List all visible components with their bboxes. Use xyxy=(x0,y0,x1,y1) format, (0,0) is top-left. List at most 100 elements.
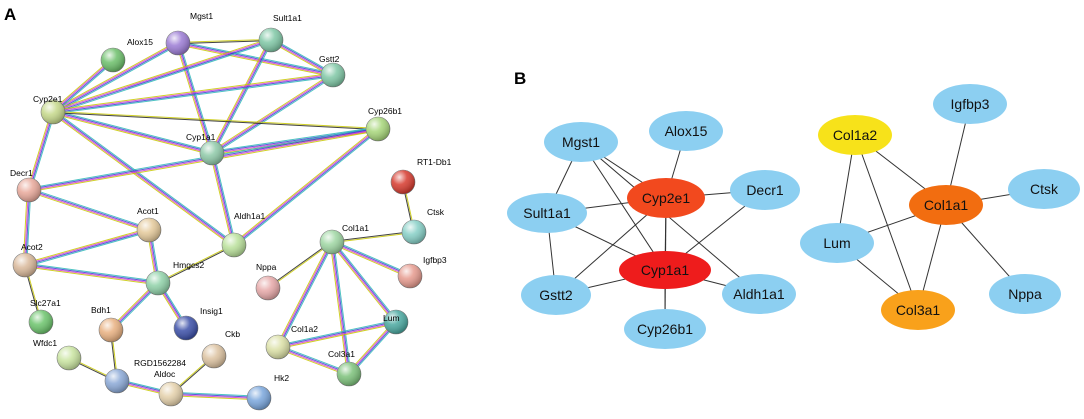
string-node-label: Decr1 xyxy=(10,168,33,178)
sphere-shine xyxy=(137,218,161,242)
sphere-shine xyxy=(202,344,226,368)
string-edge xyxy=(331,230,415,244)
string-node-cyp2e1[interactable]: Cyp2e1 xyxy=(33,94,66,125)
sphere-shine xyxy=(101,48,125,72)
string-edge xyxy=(275,240,335,349)
string-node-ctsk[interactable]: Ctsk xyxy=(401,207,445,245)
hub-node-cyp26b1[interactable]: Cyp26b1 xyxy=(624,309,706,349)
panel-a-label: A xyxy=(4,5,16,24)
string-node-label: Hmgcs2 xyxy=(173,260,204,270)
string-node-bdh1[interactable]: Bdh1 xyxy=(91,305,124,343)
string-node-cyp1a1[interactable]: Cyp1a1 xyxy=(186,132,225,166)
string-node-label: Acot2 xyxy=(21,242,43,252)
hub-edge xyxy=(854,134,919,311)
string-node-slc27a1[interactable]: Slc27a1 xyxy=(28,298,61,335)
string-node-label: Sult1a1 xyxy=(273,13,302,23)
string-node-ckb[interactable]: Ckb xyxy=(201,329,240,369)
hub-node-cyp2e1[interactable]: Cyp2e1 xyxy=(627,178,705,218)
string-node-col1a1[interactable]: Col1a1 xyxy=(319,223,369,255)
string-node-nppa[interactable]: Nppa xyxy=(255,262,281,301)
hub-node-label: Alox15 xyxy=(665,123,708,139)
hub-node-ellipse xyxy=(722,274,796,314)
hub-node-nppa[interactable]: Nppa xyxy=(989,274,1061,314)
string-node-label: Gstt2 xyxy=(319,54,340,64)
hub-node-ctsk[interactable]: Ctsk xyxy=(1008,169,1080,209)
string-node-label: RGD1562284 xyxy=(134,358,186,368)
hub-node-lum[interactable]: Lum xyxy=(800,223,874,263)
hub-node-label: Aldh1a1 xyxy=(733,286,785,302)
string-edge xyxy=(210,73,335,155)
hub-node-ellipse xyxy=(933,84,1007,124)
string-node-label: Lum xyxy=(383,313,400,323)
hub-node-label: Igfbp3 xyxy=(951,96,990,112)
string-edge xyxy=(24,227,150,268)
sphere-shine xyxy=(57,346,81,370)
string-node-gstt2[interactable]: Gstt2 xyxy=(319,54,346,88)
hub-node-ellipse xyxy=(800,223,874,263)
string-edge xyxy=(277,319,397,350)
string-node-cyp26b1[interactable]: Cyp26b1 xyxy=(365,106,402,142)
sphere-shine xyxy=(247,386,271,410)
string-node-label: Nppa xyxy=(256,262,277,272)
hub-node-ellipse xyxy=(544,122,618,162)
string-node-sult1a1[interactable]: Sult1a1 xyxy=(258,13,302,53)
string-edge xyxy=(24,262,159,286)
sphere-shine xyxy=(266,335,290,359)
sphere-shine xyxy=(99,318,123,342)
hub-node-mgst1[interactable]: Mgst1 xyxy=(544,122,618,162)
hub-node-label: Cyp1a1 xyxy=(641,262,689,278)
hub-node-alox15[interactable]: Alox15 xyxy=(649,111,723,151)
hub-node-col1a1[interactable]: Col1a1 xyxy=(909,185,983,225)
string-node-col3a1[interactable]: Col3a1 xyxy=(328,349,362,387)
string-node-label: Alox15 xyxy=(127,37,153,47)
hub-node-col1a2[interactable]: Col1a2 xyxy=(818,115,892,155)
string-node-insig1[interactable]: Insig1 xyxy=(173,306,223,341)
string-node-label: Ctsk xyxy=(427,207,445,217)
string-node-aldh1a1[interactable]: Aldh1a1 xyxy=(221,211,265,258)
string-node-label: Acot1 xyxy=(137,206,159,216)
hub-node-col3a1[interactable]: Col3a1 xyxy=(881,290,955,330)
hub-node-ellipse xyxy=(989,274,1061,314)
string-node-alox15[interactable]: Alox15 xyxy=(100,37,153,73)
hub-node-label: Col1a2 xyxy=(833,127,878,143)
string-node-rt1db1[interactable]: RT1-Db1 xyxy=(390,157,452,195)
string-node-decr1[interactable]: Decr1 xyxy=(10,168,42,203)
string-node-label: Bdh1 xyxy=(91,305,111,315)
sphere-shine xyxy=(200,141,224,165)
string-node-acot2[interactable]: Acot2 xyxy=(12,242,43,278)
string-edge xyxy=(209,38,274,155)
string-edge xyxy=(26,111,56,191)
hub-node-ellipse xyxy=(649,111,723,151)
string-node-rgd1562284[interactable]: RGD1562284 xyxy=(104,358,186,394)
string-node-hmgcs2[interactable]: Hmgcs2 xyxy=(145,260,204,296)
hub-node-ellipse xyxy=(507,193,587,233)
hub-node-label: Col1a1 xyxy=(924,197,969,213)
string-node-label: RT1-Db1 xyxy=(417,157,452,167)
string-node-label: Cyp26b1 xyxy=(368,106,402,116)
hub-node-decr1[interactable]: Decr1 xyxy=(730,170,800,210)
string-edge xyxy=(267,241,333,289)
string-node-mgst1[interactable]: Mgst1 xyxy=(165,11,213,56)
string-edge xyxy=(329,241,352,375)
string-node-wfdc1[interactable]: Wfdc1 xyxy=(33,338,82,371)
hub-edge xyxy=(580,141,760,295)
hub-node-igfbp3[interactable]: Igfbp3 xyxy=(933,84,1007,124)
sphere-shine xyxy=(222,233,246,257)
hub-node-gstt2[interactable]: Gstt2 xyxy=(521,275,591,315)
sphere-shine xyxy=(384,310,408,334)
sphere-shine xyxy=(29,310,53,334)
sphere-shine xyxy=(398,264,422,288)
hub-node-aldh1a1[interactable]: Aldh1a1 xyxy=(722,274,796,314)
string-node-lum[interactable]: Lum xyxy=(383,309,409,335)
string-node-igfbp3[interactable]: Igfbp3 xyxy=(397,255,447,289)
string-node-hk2[interactable]: Hk2 xyxy=(246,373,289,411)
hub-node-cyp1a1[interactable]: Cyp1a1 xyxy=(619,251,711,289)
hub-node-sult1a1[interactable]: Sult1a1 xyxy=(507,193,587,233)
string-node-acot1[interactable]: Acot1 xyxy=(136,206,162,243)
string-node-col1a2[interactable]: Col1a2 xyxy=(265,324,318,360)
string-node-aldoc[interactable]: Aldoc xyxy=(154,369,184,407)
